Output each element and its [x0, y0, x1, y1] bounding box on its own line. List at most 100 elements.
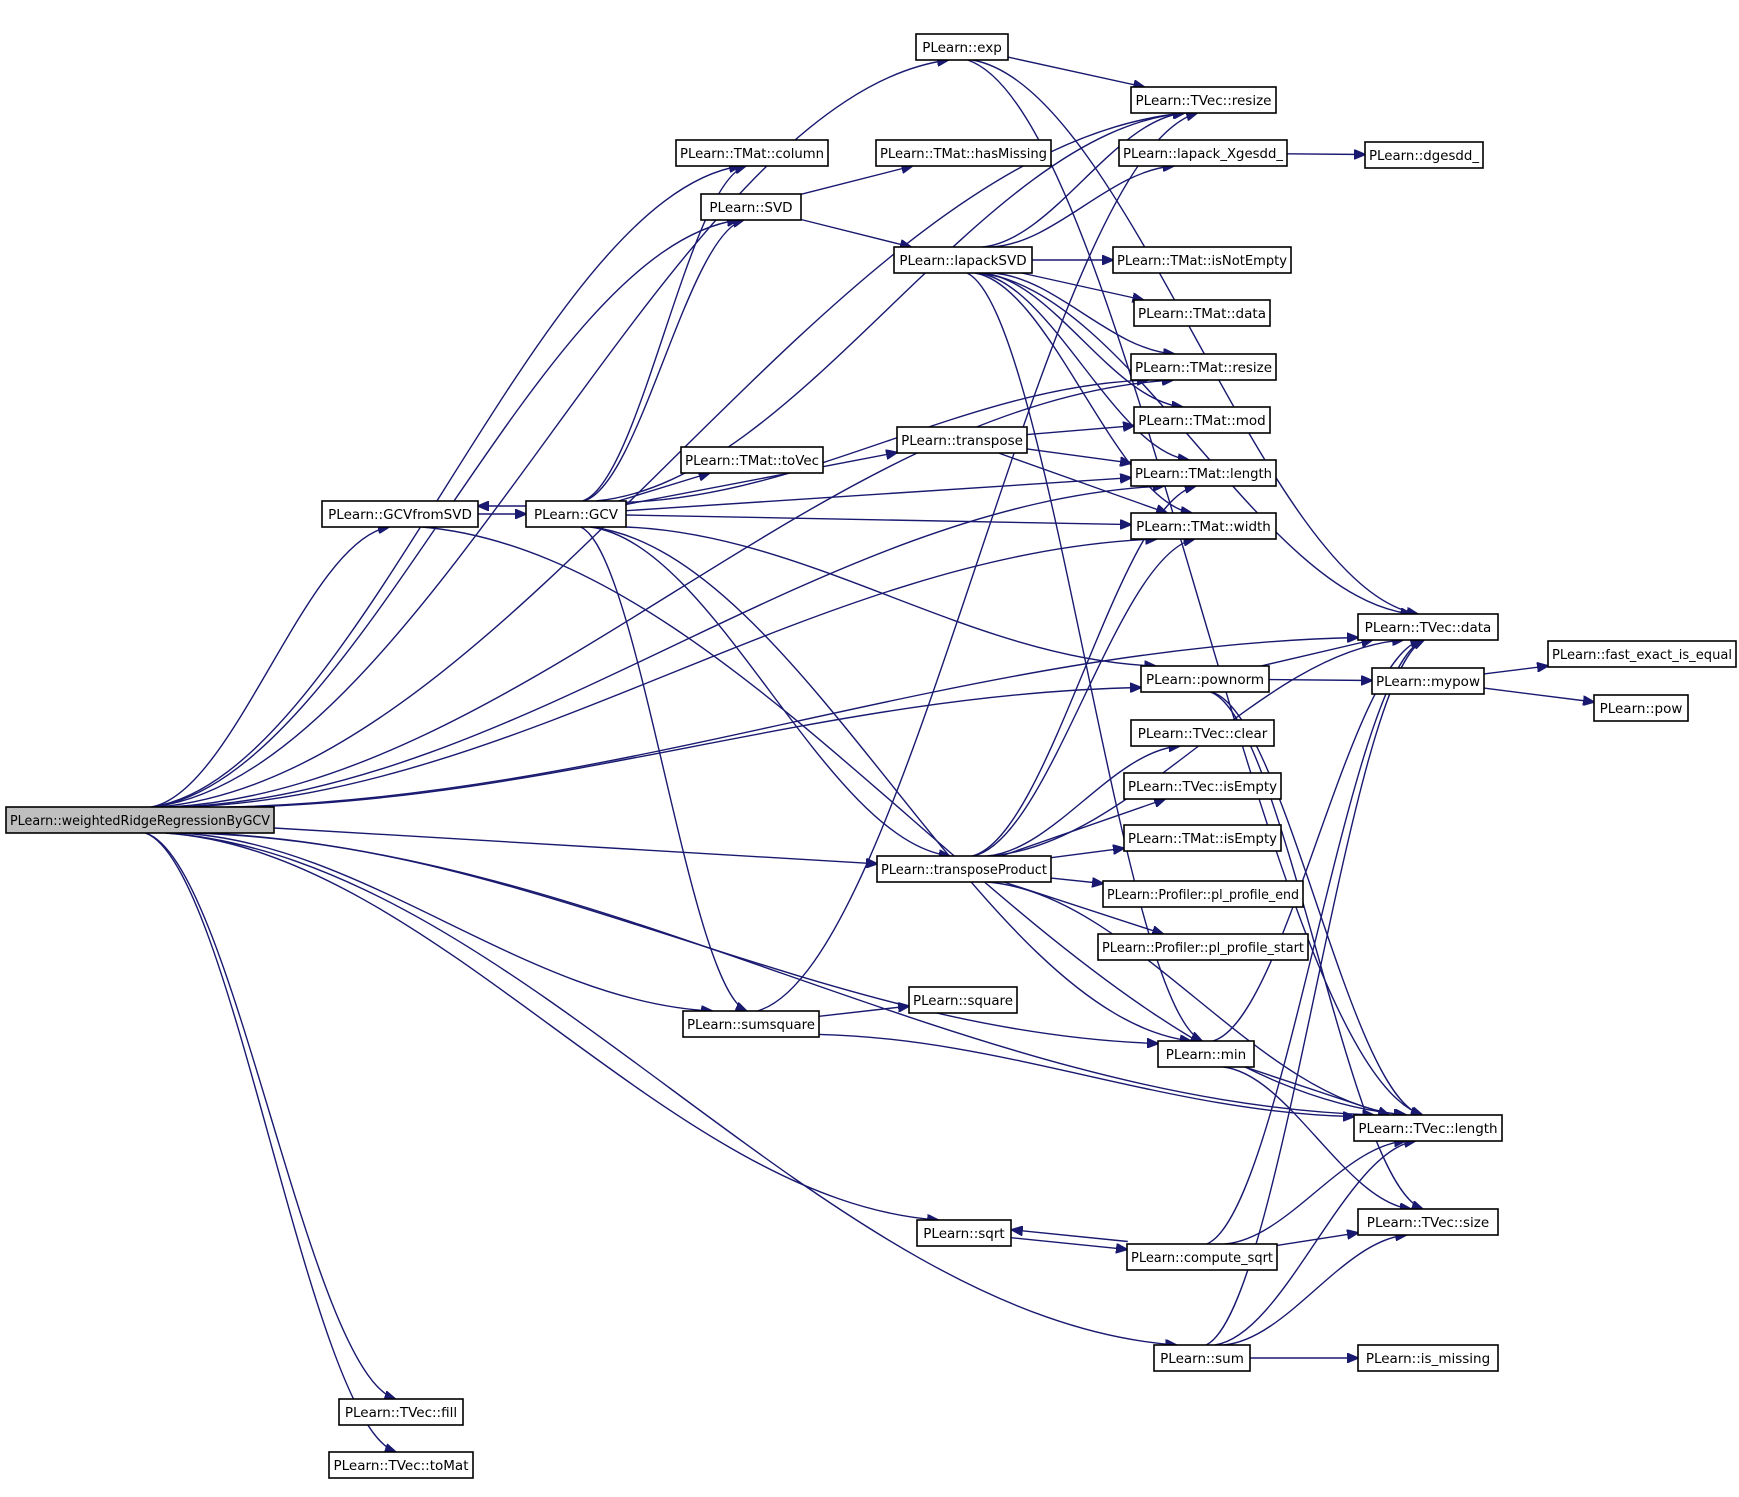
- edge-exp-to-tvec_length: [967, 59, 1423, 1115]
- node-tmat_data[interactable]: PLearn::TMat::data: [1133, 299, 1271, 327]
- node-tvec_resize[interactable]: PLearn::TVec::resize: [1130, 86, 1277, 114]
- node-box[interactable]: [1364, 141, 1484, 169]
- node-layer: PLearn::weightedRidgeRegressionByGCVPLea…: [5, 33, 1737, 1479]
- node-box[interactable]: [896, 426, 1028, 454]
- node-box[interactable]: [1126, 1243, 1278, 1271]
- node-tvec_isEmpty[interactable]: PLearn::TVec::isEmpty: [1123, 772, 1282, 800]
- node-label: PLearn::TVec::fill: [345, 1405, 457, 1421]
- node-transpose[interactable]: PLearn::transpose: [896, 426, 1028, 454]
- node-box[interactable]: [876, 855, 1052, 883]
- node-gcv[interactable]: PLearn::GCV: [525, 500, 627, 528]
- node-tmat_width[interactable]: PLearn::TMat::width: [1130, 512, 1277, 540]
- node-box[interactable]: [1130, 353, 1277, 381]
- node-fast_exact_is_equal[interactable]: PLearn::fast_exact_is_equal: [1547, 640, 1737, 668]
- node-box[interactable]: [682, 1010, 820, 1038]
- node-mypow[interactable]: PLearn::mypow: [1371, 667, 1485, 695]
- edge-sumsquare-to-square: [818, 1006, 909, 1017]
- node-tmat_hasMissing[interactable]: PLearn::TMat::hasMissing: [875, 139, 1052, 167]
- edge-lapackSVD-to-tvec_data: [979, 272, 1412, 614]
- node-box[interactable]: [1153, 1344, 1251, 1372]
- node-tvec_length[interactable]: PLearn::TVec::length: [1353, 1114, 1503, 1142]
- node-box[interactable]: [525, 500, 627, 528]
- node-label: PLearn::exp: [922, 40, 1002, 56]
- node-box[interactable]: [875, 139, 1052, 167]
- node-tmat_column[interactable]: PLearn::TMat::column: [675, 139, 829, 167]
- node-label: PLearn::TVec::clear: [1138, 726, 1268, 742]
- node-box[interactable]: [1140, 665, 1270, 693]
- node-sum[interactable]: PLearn::sum: [1153, 1344, 1251, 1372]
- node-tvec_size[interactable]: PLearn::TVec::size: [1357, 1208, 1499, 1236]
- node-square[interactable]: PLearn::square: [908, 986, 1018, 1014]
- node-box[interactable]: [1130, 459, 1277, 487]
- node-box[interactable]: [1547, 640, 1737, 668]
- node-pl_profile_end[interactable]: PLearn::Profiler::pl_profile_end: [1102, 880, 1304, 908]
- node-tvec_fill[interactable]: PLearn::TVec::fill: [338, 1398, 464, 1426]
- node-sqrt[interactable]: PLearn::sqrt: [916, 1219, 1012, 1247]
- node-tvec_data[interactable]: PLearn::TVec::data: [1357, 613, 1499, 641]
- node-label: PLearn::pownorm: [1146, 672, 1264, 688]
- edge-weightedRidgeRegressionByGCV-to-transposeProduct: [273, 827, 877, 864]
- node-box[interactable]: [1353, 1114, 1503, 1142]
- node-box[interactable]: [5, 806, 275, 834]
- node-box[interactable]: [321, 500, 479, 528]
- node-box[interactable]: [1123, 772, 1282, 800]
- node-compute_sqrt[interactable]: PLearn::compute_sqrt: [1126, 1243, 1278, 1271]
- node-box[interactable]: [328, 1451, 474, 1479]
- edge-weightedRidgeRegressionByGCV-to-tmat_length: [179, 486, 1164, 808]
- node-pow[interactable]: PLearn::pow: [1593, 694, 1689, 722]
- node-tvec_toMat[interactable]: PLearn::TVec::toMat: [328, 1451, 474, 1479]
- node-label: PLearn::lapackSVD: [899, 253, 1026, 269]
- node-box[interactable]: [1133, 299, 1271, 327]
- node-box[interactable]: [338, 1398, 464, 1426]
- node-box[interactable]: [680, 446, 824, 474]
- node-label: PLearn::TVec::isEmpty: [1128, 779, 1277, 795]
- node-box[interactable]: [1112, 246, 1292, 274]
- node-dgesdd[interactable]: PLearn::dgesdd_: [1364, 141, 1484, 169]
- node-lapack_Xgesdd[interactable]: PLearn::lapack_Xgesdd_: [1118, 139, 1288, 167]
- node-tmat_isNotEmpty[interactable]: PLearn::TMat::isNotEmpty: [1112, 246, 1292, 274]
- node-box[interactable]: [1130, 86, 1277, 114]
- node-box[interactable]: [1371, 667, 1485, 695]
- node-pownorm[interactable]: PLearn::pownorm: [1140, 665, 1270, 693]
- node-is_missing[interactable]: PLearn::is_missing: [1357, 1344, 1499, 1372]
- node-transposeProduct[interactable]: PLearn::transposeProduct: [876, 855, 1052, 883]
- node-sumsquare[interactable]: PLearn::sumsquare: [682, 1010, 820, 1038]
- node-box[interactable]: [1118, 139, 1288, 167]
- node-min[interactable]: PLearn::min: [1157, 1040, 1255, 1068]
- edge-layer: [145, 57, 1594, 1452]
- node-tmat_resize[interactable]: PLearn::TMat::resize: [1130, 353, 1277, 381]
- node-svd[interactable]: PLearn::SVD: [700, 193, 802, 221]
- edge-gcv-to-transposeProduct: [590, 526, 950, 856]
- node-tmat_length[interactable]: PLearn::TMat::length: [1130, 459, 1277, 487]
- node-box[interactable]: [1102, 880, 1304, 908]
- node-box[interactable]: [1097, 933, 1309, 961]
- node-box[interactable]: [908, 986, 1018, 1014]
- node-box[interactable]: [1123, 824, 1282, 852]
- edge-gcv-to-tmat_resize: [625, 380, 1148, 503]
- node-box[interactable]: [1593, 694, 1689, 722]
- edge-weightedRidgeRegressionByGCV-to-sumsquare: [178, 832, 712, 1011]
- node-tmat_toVec[interactable]: PLearn::TMat::toVec: [680, 446, 824, 474]
- node-box[interactable]: [1157, 1040, 1255, 1068]
- node-tvec_clear[interactable]: PLearn::TVec::clear: [1130, 719, 1275, 747]
- node-lapackSVD[interactable]: PLearn::lapackSVD: [893, 246, 1033, 274]
- edge-weightedRidgeRegressionByGCV-to-tmat_resize: [170, 380, 1174, 808]
- node-box[interactable]: [1357, 1208, 1499, 1236]
- node-box[interactable]: [1357, 613, 1499, 641]
- node-box[interactable]: [1130, 512, 1277, 540]
- node-box[interactable]: [1357, 1344, 1499, 1372]
- node-exp[interactable]: PLearn::exp: [915, 33, 1009, 61]
- node-box[interactable]: [1130, 719, 1275, 747]
- node-box[interactable]: [893, 246, 1033, 274]
- edge-mypow-to-pow: [1483, 687, 1594, 702]
- node-box[interactable]: [675, 139, 829, 167]
- node-tmat_mod[interactable]: PLearn::TMat::mod: [1133, 406, 1271, 434]
- node-pl_profile_start[interactable]: PLearn::Profiler::pl_profile_start: [1097, 933, 1309, 961]
- node-gcvfromsvd[interactable]: PLearn::GCVfromSVD: [321, 500, 479, 528]
- node-box[interactable]: [700, 193, 802, 221]
- node-box[interactable]: [1133, 406, 1271, 434]
- node-weightedRidgeRegressionByGCV[interactable]: PLearn::weightedRidgeRegressionByGCV: [5, 806, 275, 834]
- node-box[interactable]: [916, 1219, 1012, 1247]
- node-tmat_isEmpty[interactable]: PLearn::TMat::isEmpty: [1123, 824, 1282, 852]
- node-box[interactable]: [915, 33, 1009, 61]
